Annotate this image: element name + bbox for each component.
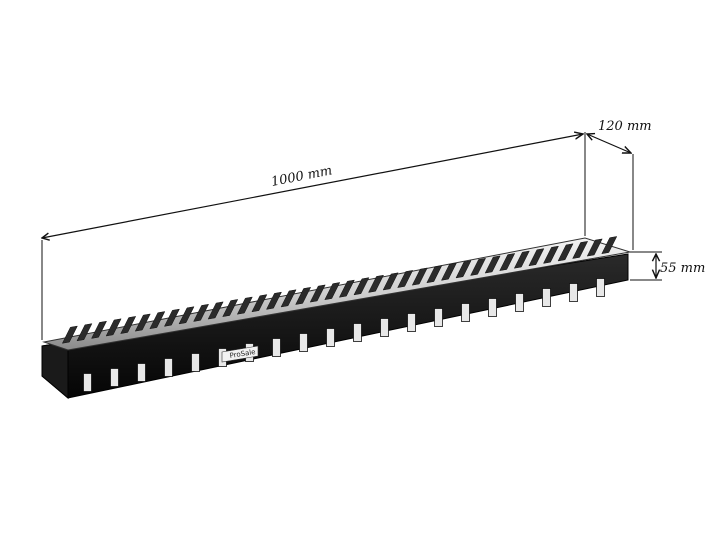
support-rib [353,323,362,342]
grating-slot [601,236,618,255]
support-rib [461,303,470,322]
length-dimension-arrow [42,134,583,238]
brand-plate: ProSale [221,345,259,363]
grating-slot [572,241,589,259]
support-rib [191,353,200,372]
grating-slot [426,265,443,284]
grating-slot [236,296,253,315]
grating-slot [149,311,166,330]
support-rib [326,328,335,347]
grating-slot [266,291,282,310]
grating-slot [120,316,137,334]
grating-slot [557,243,574,262]
grating-slot [295,287,312,305]
grating-slot [528,248,545,267]
grating-slot [397,270,414,288]
grating-slot [251,294,268,313]
grating-slot [309,284,326,303]
grating-slot [440,262,457,281]
grating-slot [338,279,355,298]
grating-slots [61,236,618,344]
grating-slot [207,301,224,320]
support-rib [542,288,551,307]
height-dimension: 55 mm [630,251,705,281]
support-rib [110,368,119,387]
grating-slot [513,250,530,269]
grating-slot [178,306,195,325]
grating-slot [222,299,239,317]
grating-slot [455,260,472,279]
grating-slot [586,238,603,257]
support-rib [515,293,524,312]
grating-slot [76,323,93,342]
support-rib [299,333,308,352]
grating-slot [353,277,370,296]
length-label: 1000 mm [270,163,334,190]
grating-slot [368,274,384,293]
grating-slot [61,325,78,344]
width-label: 120 mm [598,119,652,134]
grating-slot [543,245,559,264]
height-label: 55 mm [660,261,705,276]
grating-slot [382,272,399,291]
grating-slot [411,267,428,286]
grating-slot [280,289,297,308]
grating-slot [163,308,180,327]
metal-grating [42,236,631,351]
support-rib [83,373,92,392]
support-rib [137,363,146,382]
support-rib [164,358,173,377]
grating-slot [134,313,151,332]
support-rib [434,308,443,327]
support-rib [569,283,578,302]
grating-slot [105,318,122,337]
grating-slot [499,253,516,271]
support-rib [407,313,416,332]
grating-slot [324,282,341,301]
support-rib [596,278,605,297]
support-rib [488,298,497,317]
grating-slot [91,320,107,339]
width-dimension: 120 mm [587,119,652,250]
grating-slot [193,303,210,322]
support-rib [380,318,389,337]
grating-slot [470,257,487,276]
brand-label: ProSale [229,348,256,360]
support-rib [272,338,281,357]
width-dimension-arrow [587,134,631,153]
grating-slot [484,255,501,274]
